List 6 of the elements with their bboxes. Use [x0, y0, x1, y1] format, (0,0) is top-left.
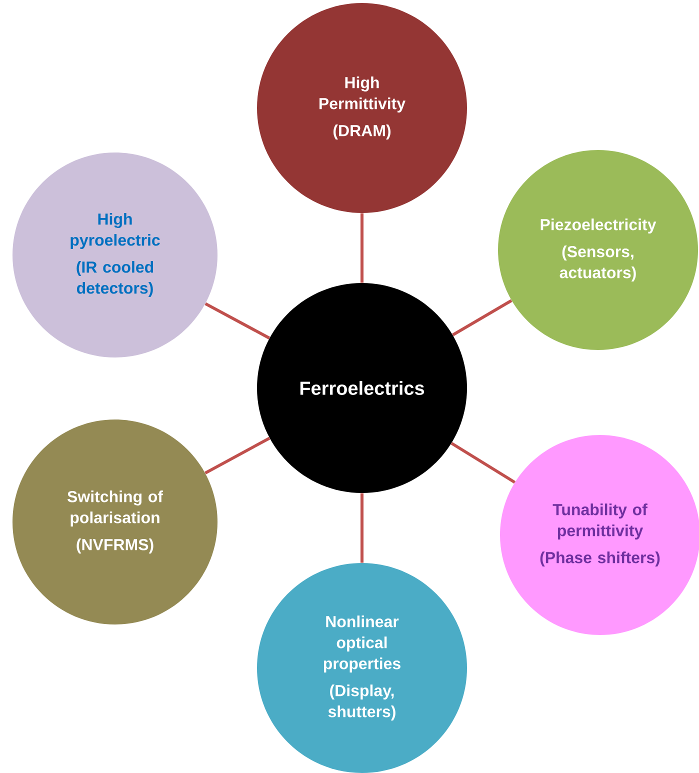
- connector-line: [360, 493, 364, 563]
- connector-line: [204, 436, 270, 474]
- connector-line: [360, 213, 364, 283]
- connector-line: [450, 442, 516, 484]
- connector-line: [204, 302, 270, 340]
- connector-line: [452, 299, 512, 336]
